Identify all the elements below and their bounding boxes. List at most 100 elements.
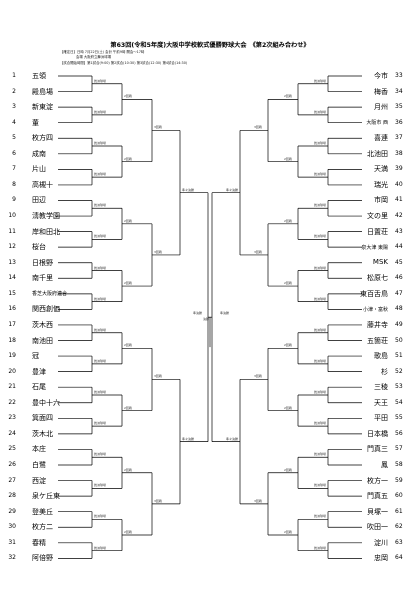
left-team-number: 30 xyxy=(8,523,16,531)
info-line-1: 【確定日】日時 7月22日(土) 会計 午前9時 開会～17時 xyxy=(60,50,145,54)
right-match-label: 舞洲球場 xyxy=(314,452,327,457)
right-team-name: 日置荘 xyxy=(367,227,388,236)
right-match-label: 舞洲球場 xyxy=(314,514,327,519)
left-match-label: 2回戦 xyxy=(124,156,132,161)
right-team-name: 淀川 xyxy=(374,538,388,547)
right-semifinal-label: 準決勝 xyxy=(220,311,230,316)
left-team-name: 豊中十六 xyxy=(32,398,60,407)
left-match-label: 2回戦 xyxy=(124,94,132,99)
left-team-name: 泉ケ丘東 xyxy=(32,492,60,501)
right-team-name: 喜連 xyxy=(374,134,388,143)
right-match-label: 舞洲球場 xyxy=(314,141,327,146)
left-team-name: 董 xyxy=(32,118,39,127)
right-team-name: 歌島 xyxy=(374,352,388,361)
right-team-name: 月州 xyxy=(374,103,388,112)
right-team-name: 文の里 xyxy=(367,212,388,221)
left-team-number: 31 xyxy=(8,538,16,546)
right-team-number: 45 xyxy=(395,258,403,266)
right-match-label: 3回戦 xyxy=(254,125,262,130)
right-match-label: 2回戦 xyxy=(284,218,292,223)
right-team-name: 枚方一 xyxy=(367,476,388,485)
left-match-label: 2回戦 xyxy=(124,218,132,223)
right-team-name: 天王 xyxy=(374,398,388,407)
left-match-label: 2回戦 xyxy=(124,405,132,410)
right-team-number: 34 xyxy=(395,87,403,95)
left-match-label: 舞洲球場 xyxy=(94,358,107,363)
right-team-name: 松原七 xyxy=(367,274,388,283)
left-semifinal-label: 準決勝 xyxy=(193,311,203,316)
right-match-label: 準々決勝 xyxy=(226,187,239,192)
left-team-number: 14 xyxy=(8,274,16,282)
right-match-label: 舞洲球場 xyxy=(314,234,327,239)
right-team-name: 市岡 xyxy=(374,196,388,205)
left-team-name: 枚方四 xyxy=(32,134,53,143)
left-team-number: 9 xyxy=(12,196,16,204)
left-team-name: 箕面四 xyxy=(32,414,53,423)
right-team-number: 47 xyxy=(395,289,403,297)
left-team-name: 片山 xyxy=(32,165,46,174)
info-line-3: 【試合開始時間】第1試合(9:00) 第2試合(10:30) 第3試合(12:3… xyxy=(60,61,188,65)
right-team-number: 61 xyxy=(395,507,403,515)
right-team-number: 50 xyxy=(395,336,403,344)
left-match-label: 準々決勝 xyxy=(182,436,195,441)
left-team-number: 6 xyxy=(12,149,16,157)
right-match-label: 3回戦 xyxy=(254,374,262,379)
right-team-number: 37 xyxy=(395,134,403,142)
left-team-number: 5 xyxy=(12,134,16,142)
right-team-name: 忠岡 xyxy=(374,554,388,563)
left-team-number: 32 xyxy=(8,554,16,562)
right-match-label: 舞洲球場 xyxy=(314,327,327,332)
right-team-name: 平田 xyxy=(374,414,388,423)
right-team-number: 64 xyxy=(395,554,403,562)
right-match-label: 舞洲球場 xyxy=(314,296,327,301)
left-team-name: 日根野 xyxy=(32,258,53,267)
right-team-number: 57 xyxy=(395,445,403,453)
info-line-2: 会場 大阪府立舞洲球場 xyxy=(76,55,111,59)
right-team-number: 52 xyxy=(395,367,403,375)
left-team-name: 五領 xyxy=(32,72,46,80)
left-team-number: 29 xyxy=(8,507,16,515)
right-team-name: 吹田一 xyxy=(367,523,388,532)
right-team-number: 49 xyxy=(395,320,403,328)
right-match-label: 舞洲球場 xyxy=(314,78,327,83)
left-team-number: 27 xyxy=(8,476,16,484)
right-team-name: 北池田 xyxy=(367,149,388,158)
left-match-label: 舞洲球場 xyxy=(94,327,107,332)
right-team-name: 門真五 xyxy=(367,492,388,501)
left-match-label: 舞洲球場 xyxy=(94,421,107,426)
left-match-label: 2回戦 xyxy=(124,467,132,472)
left-team-number: 28 xyxy=(8,492,16,500)
left-team-name: 茨木西 xyxy=(32,320,53,329)
right-match-label: 2回戦 xyxy=(284,156,292,161)
left-team-number: 17 xyxy=(8,320,16,328)
right-match-label: 舞洲球場 xyxy=(314,545,327,550)
left-team-name: 冠 xyxy=(32,352,39,361)
right-match-label: 舞洲球場 xyxy=(314,265,327,270)
right-match-label: 舞洲球場 xyxy=(314,421,327,426)
left-team-number: 20 xyxy=(8,367,16,375)
right-team-number: 33 xyxy=(395,72,403,79)
right-team-name: 瑞光 xyxy=(374,180,388,189)
left-team-number: 3 xyxy=(12,103,16,111)
right-match-label: 舞洲球場 xyxy=(314,203,327,208)
right-team-number: 41 xyxy=(395,196,403,204)
right-team-name: 貝塚一 xyxy=(367,507,388,516)
right-team-number: 53 xyxy=(395,383,403,391)
left-team-name: 香芝大阪府連合 xyxy=(32,291,68,298)
left-team-name: 茨木北 xyxy=(32,429,53,438)
right-match-label: 2回戦 xyxy=(284,467,292,472)
right-match-label: 2回戦 xyxy=(284,405,292,410)
right-team-name: 三稜 xyxy=(374,383,388,392)
right-match-label: 2回戦 xyxy=(284,343,292,348)
right-team-name: 天満 xyxy=(374,165,388,174)
left-match-label: 舞洲球場 xyxy=(94,545,107,550)
right-team-number: 38 xyxy=(395,149,403,157)
left-match-label: 舞洲球場 xyxy=(94,452,107,457)
left-team-name: 阿倍野 xyxy=(32,554,53,563)
right-team-number: 63 xyxy=(395,538,403,546)
left-team-number: 1 xyxy=(12,72,16,79)
right-team-name: 日本橋 xyxy=(367,429,388,438)
right-match-label: 3回戦 xyxy=(254,498,262,503)
left-team-number: 8 xyxy=(12,180,16,188)
left-team-name: 岸和田北 xyxy=(32,227,60,236)
